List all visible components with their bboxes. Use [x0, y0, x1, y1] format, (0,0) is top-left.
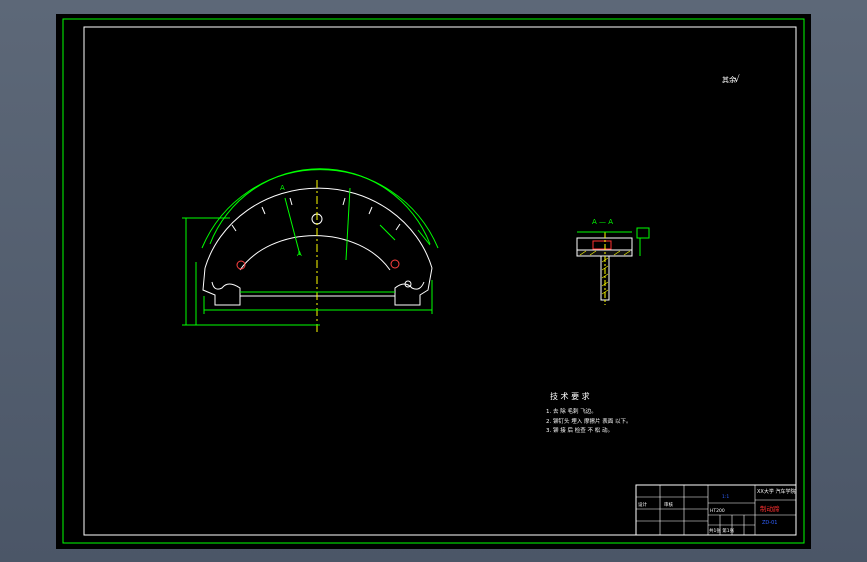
technical-requirements: 技 术 要 求 1. 去 除 毛刺 飞边。 2. 铆钉头 埋入 摩擦片 表面 以… [546, 391, 632, 434]
title-block-frame [635, 484, 797, 536]
sheet-label: 共1张 第1张 [709, 527, 735, 534]
lining-inner-arc [209, 168, 431, 245]
roughness-symbol-icon: √ [734, 74, 740, 85]
view-mark-a1: A [280, 184, 285, 192]
roughness-text: 其余 [722, 75, 736, 84]
tech-note-1: 1. 去 除 毛刺 飞边。 [546, 407, 597, 415]
rivet-hole-right [390, 259, 400, 269]
title-block: XX大学 汽车学院 制动蹄 ZD-01 设计 审核 HT200 共1张 第1张 … [635, 484, 797, 536]
anchor-hole [404, 280, 412, 288]
rivet-hole-left [236, 260, 246, 270]
shoe-rim-arc [204, 187, 433, 269]
school-name: XX大学 汽车学院 [757, 488, 795, 495]
part-name: 制动蹄 [760, 504, 780, 513]
design-label: 设计 [638, 501, 647, 508]
tech-note-3: 3. 铆 接 后 检查 不 松 动。 [546, 426, 613, 434]
right-end-profile [394, 267, 433, 306]
section-a-a-view: A — A [576, 218, 650, 305]
check-label: 审核 [664, 501, 673, 508]
left-end-profile [202, 267, 241, 306]
tech-note-2: 2. 铆钉头 埋入 摩擦片 表面 以下。 [546, 417, 632, 425]
scale-label: 1:1 [722, 494, 729, 500]
material-label: HT200 [710, 508, 725, 514]
outer-border [62, 18, 805, 544]
lining-rivets [231, 197, 401, 232]
section-label: A — A [592, 218, 613, 226]
section-rivet [592, 240, 612, 250]
leader-lines [284, 187, 431, 261]
roughness-note: 其余 √ [722, 74, 740, 85]
inner-frame [83, 26, 797, 536]
brake-shoe-front-view: A A [201, 168, 439, 335]
web-inner-arc [239, 235, 391, 271]
dimensions [182, 217, 433, 326]
tech-title: 技 术 要 求 [550, 391, 590, 401]
lining-outer-arc [201, 169, 439, 249]
drawing-code: ZD-01 [762, 520, 777, 526]
drawing-sheet [56, 14, 811, 549]
